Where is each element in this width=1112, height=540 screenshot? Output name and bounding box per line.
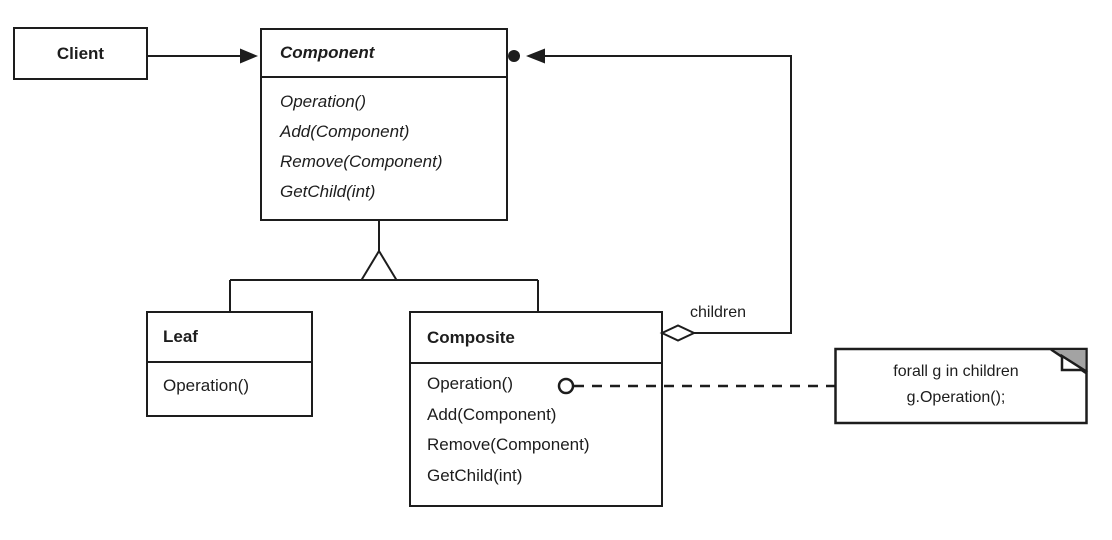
method-item: Remove(Component) [280, 152, 443, 171]
children-association-line [545, 55, 792, 334]
class-box-client: Client [13, 27, 148, 80]
method-list-composite: Operation() Add(Component) Remove(Compon… [411, 364, 661, 491]
method-list-leaf: Operation() [148, 363, 311, 401]
method-item: GetChild(int) [280, 182, 376, 201]
class-name-composite: Composite [411, 313, 661, 364]
method-list-component: Operation() Add(Component) Remove(Compon… [262, 78, 506, 207]
class-box-leaf: Leaf Operation() [146, 311, 313, 417]
method-item: Operation() [427, 374, 513, 393]
arrowhead-left-icon [526, 48, 545, 64]
method-item: Operation() [163, 376, 249, 395]
method-item: Operation() [280, 92, 366, 111]
class-box-component: Component Operation() Add(Component) Rem… [260, 28, 508, 221]
association-endpoint-dot-icon [508, 50, 520, 62]
class-name-leaf: Leaf [148, 313, 311, 363]
note-line-2: g.Operation(); [906, 388, 1006, 406]
class-name-component: Component [262, 30, 506, 78]
method-item: Remove(Component) [427, 435, 590, 454]
class-name-client: Client [56, 43, 105, 63]
method-item: GetChild(int) [427, 465, 523, 485]
class-box-composite: Composite Operation() Add(Component) Rem… [409, 311, 663, 507]
method-item: Add(Component) [427, 404, 557, 424]
note-line-1: forall g in children [893, 363, 1019, 380]
method-item: Add(Component) [280, 122, 410, 141]
children-role-label: children [690, 304, 747, 321]
note-text: forall g in children g.Operation(); [840, 359, 1072, 410]
aggregation-diamond-icon [659, 324, 697, 342]
arrowhead-right-icon [240, 48, 258, 64]
inheritance-triangle-icon [359, 249, 399, 281]
